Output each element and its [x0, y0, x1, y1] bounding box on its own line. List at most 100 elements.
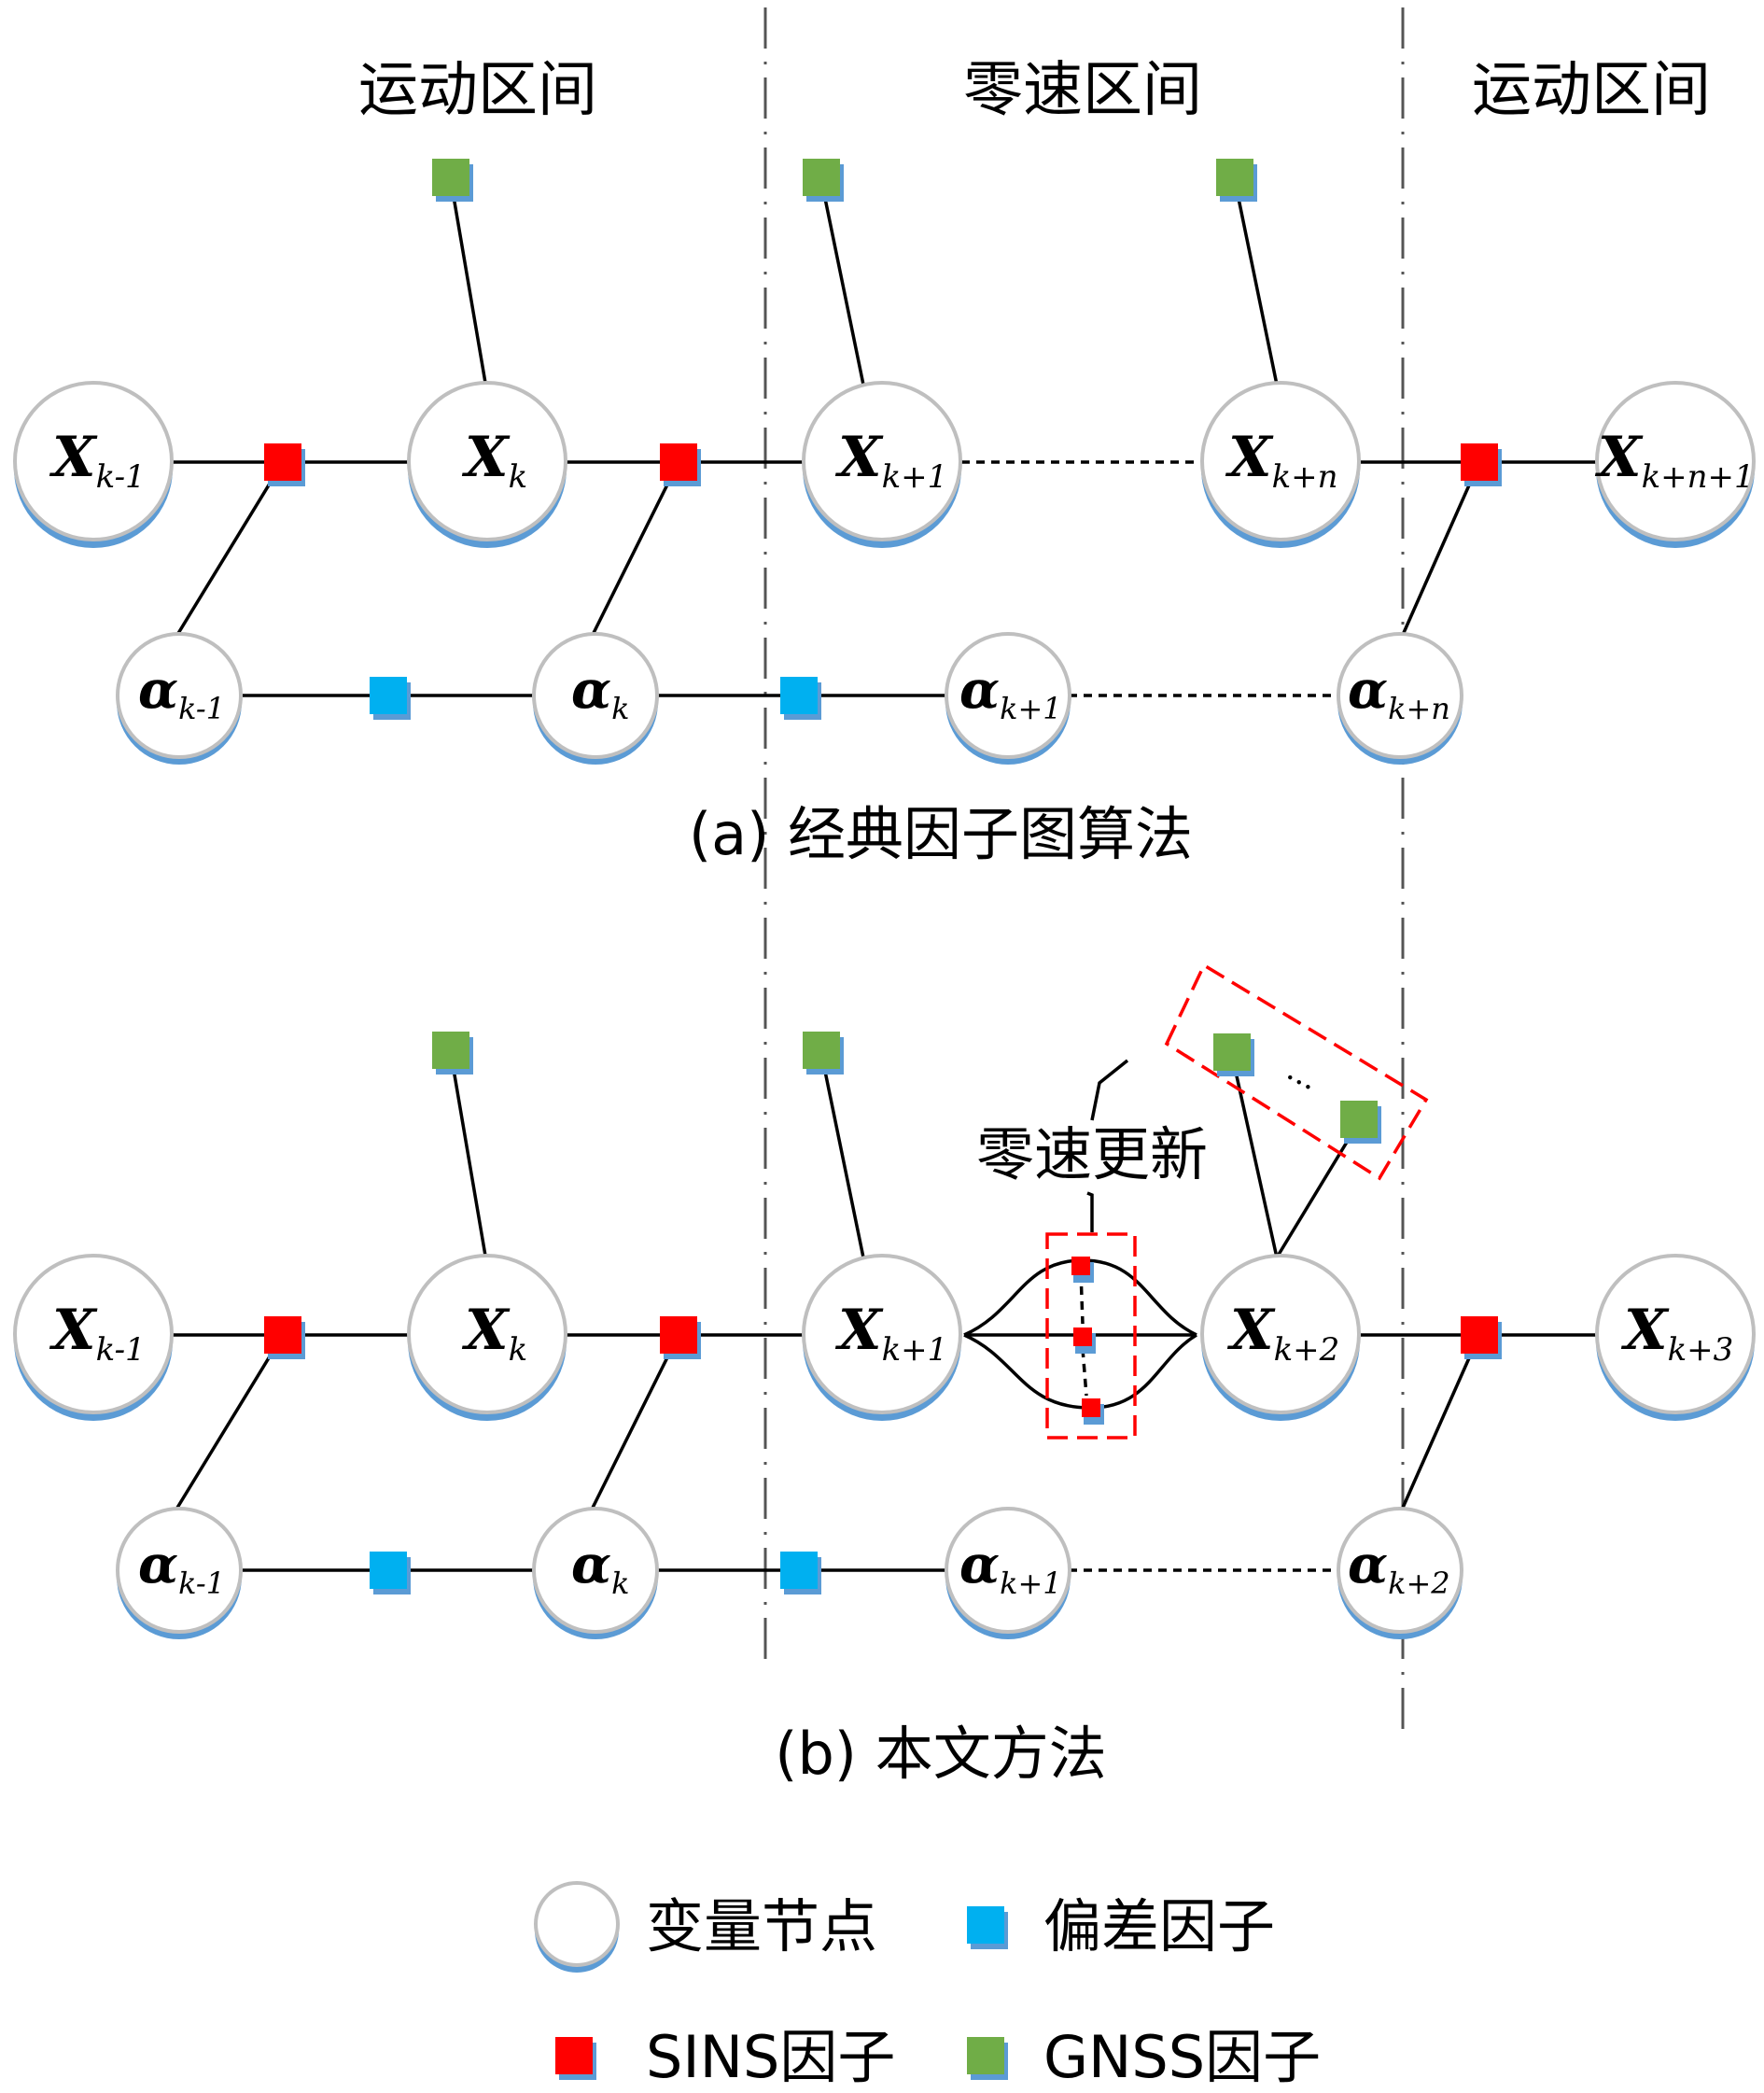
bias-node-a-3: αk+n	[1337, 632, 1463, 765]
legend: 变量节点 偏差因子 SINS因子 GNSS因子	[534, 1881, 1321, 2091]
node-circle	[1337, 1507, 1463, 1634]
bias-node-a-0: αk-1	[116, 632, 243, 765]
legend-gnss-factor: GNSS因子	[967, 2023, 1321, 2091]
node-label: Xk-1	[49, 1298, 146, 1369]
state-node-b-1: Xk	[407, 1254, 567, 1421]
sins-factor-b-2	[1461, 1316, 1502, 1359]
node-circle	[1595, 381, 1756, 541]
gnss-factor-b-3	[1340, 1101, 1381, 1144]
sins-factor-a-1	[660, 443, 701, 486]
node-label: Xk+n	[1225, 425, 1338, 496]
state-node-b-3: Xk+2	[1200, 1254, 1361, 1421]
bias-factor-b-0	[370, 1552, 411, 1594]
bias-factor-a-0	[370, 677, 411, 720]
node-label: Xk+3	[1620, 1298, 1733, 1369]
edge	[1401, 461, 1481, 636]
header-motion-left: 运动区间	[358, 56, 597, 125]
node-label: αk-1	[138, 659, 225, 726]
node-label: Xk+1	[834, 425, 947, 496]
node-circle	[532, 632, 659, 759]
state-node-a-3: Xk+n	[1200, 381, 1361, 548]
state-node-a-1: Xk	[407, 381, 567, 548]
gnss-factor-a-0	[432, 159, 473, 202]
edge	[1230, 1054, 1279, 1258]
edge	[1275, 1121, 1361, 1258]
edge	[175, 461, 285, 636]
node-label: Xk	[461, 425, 527, 496]
bias-node-a-1: αk	[532, 632, 659, 765]
sins-factor-a-0	[264, 443, 305, 486]
state-node-a-4: Xk+n+1	[1594, 381, 1756, 548]
legend-sins-factor-label: SINS因子	[646, 2023, 895, 2091]
bias-factor-a-1	[780, 677, 821, 720]
node-circle	[407, 381, 567, 541]
node-label: αk+1	[959, 659, 1062, 726]
bias-node-b-1: αk	[532, 1507, 659, 1639]
edge	[591, 461, 680, 636]
gnss-factor-a-1	[803, 159, 844, 202]
gnss-factor-b-0	[432, 1032, 473, 1075]
gnss-group-ellipsis: ···	[1277, 1060, 1321, 1107]
legend-variable-node-label: 变量节点	[646, 1892, 877, 1960]
caption-a: (a) 经典因子图算法	[689, 800, 1193, 868]
node-label: Xk+1	[834, 1298, 947, 1369]
node-circle	[116, 632, 243, 759]
bias-node-b-2: αk+1	[945, 1507, 1071, 1639]
node-label: αk+2	[1348, 1534, 1450, 1601]
edge	[591, 1334, 680, 1509]
sins-factor-b-0	[264, 1316, 305, 1359]
annotation-leader-bottom	[1090, 1059, 1129, 1121]
node-circle	[1337, 632, 1463, 759]
node-circle	[945, 632, 1071, 759]
node-circle	[13, 381, 174, 541]
legend-bias-factor-label: 偏差因子	[1043, 1892, 1275, 1960]
zero-velocity-sins-factor-1	[1073, 1327, 1096, 1354]
edge	[819, 1052, 865, 1258]
legend-variable-node: 变量节点	[534, 1881, 877, 1973]
node-label: αk+1	[959, 1534, 1062, 1601]
node-label: αk-1	[138, 1534, 225, 1601]
edge	[819, 179, 865, 386]
node-label: Xk-1	[49, 425, 146, 496]
node-circle	[13, 1254, 174, 1414]
zero-velocity-update-label: 零速更新	[976, 1120, 1208, 1188]
bias-node-b-3: αk+2	[1337, 1507, 1463, 1639]
state-node-a-0: Xk-1	[13, 381, 174, 548]
zero-velocity-sins-factor-2	[1082, 1398, 1104, 1425]
legend-sins-factor: SINS因子	[555, 2023, 895, 2091]
bias-node-a-2: αk+1	[945, 632, 1071, 765]
gnss-factor-b-1	[803, 1032, 844, 1075]
node-circle	[407, 1254, 567, 1414]
node-label: Xk	[461, 1298, 527, 1369]
state-node-a-2: Xk+1	[802, 381, 962, 548]
bias-node-b-0: αk-1	[116, 1507, 243, 1639]
gnss-factor-b-2	[1213, 1033, 1254, 1076]
node-label: αk+n	[1348, 659, 1450, 726]
zero-velocity-sins-factor-0	[1071, 1257, 1094, 1283]
state-node-b-2: Xk+1	[802, 1254, 962, 1421]
node-label: αk	[571, 659, 629, 726]
node-circle	[532, 1507, 659, 1634]
node-circle	[1595, 1254, 1756, 1414]
edge	[449, 1052, 487, 1257]
header-zero-velocity: 零速区间	[963, 56, 1202, 125]
diagram-b: Xk-1 Xk Xk+1 Xk+2	[13, 962, 1756, 1639]
state-node-b-0: Xk-1	[13, 1254, 174, 1421]
edge	[175, 1334, 285, 1509]
dotted-edge	[1081, 1348, 1088, 1397]
edge	[1233, 179, 1279, 386]
node-circle	[1200, 381, 1361, 541]
gnss-group-highlight-box	[1164, 962, 1429, 1181]
state-node-b-4: Xk+3	[1595, 1254, 1756, 1421]
sins-factor-a-2	[1461, 443, 1502, 486]
diagram-b-dotted-edges	[1069, 1271, 1337, 1572]
diagram-a-dotted-edges	[961, 460, 1337, 697]
zero-velocity-highlight-box	[1045, 1232, 1137, 1440]
bias-factor-b-1	[780, 1552, 821, 1594]
gnss-factor-a-2	[1216, 159, 1257, 202]
node-circle	[116, 1507, 243, 1634]
node-circle	[802, 1254, 962, 1414]
annotation-leader-top	[1086, 1191, 1094, 1232]
node-label: Xk+2	[1226, 1298, 1339, 1369]
